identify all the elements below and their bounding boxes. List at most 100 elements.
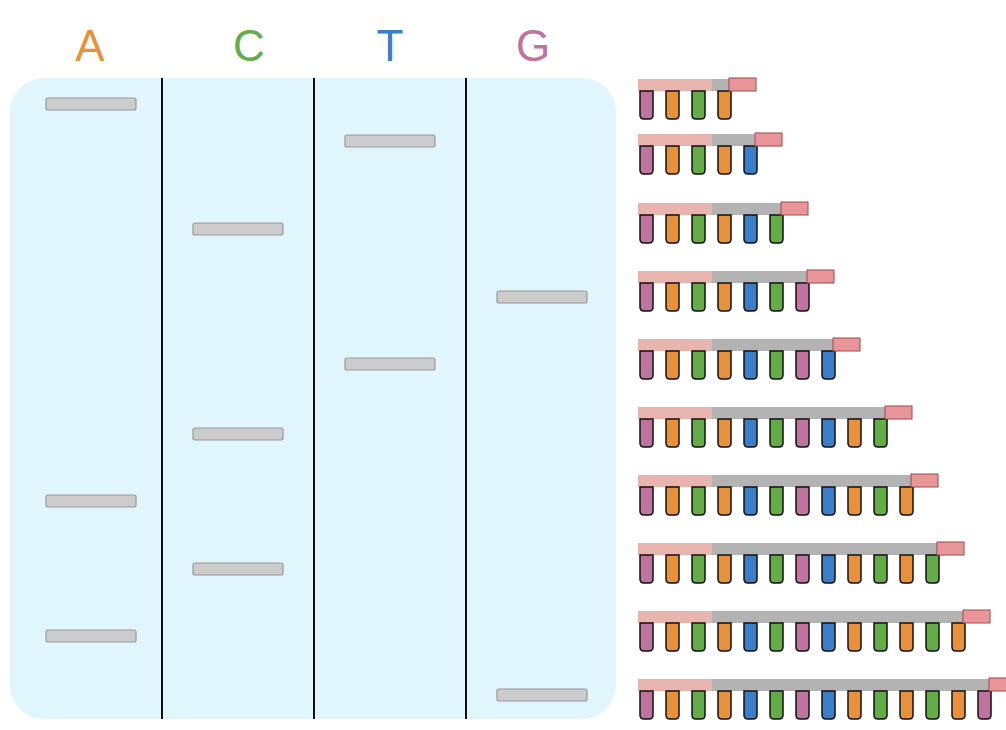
synthesized-strand — [712, 543, 939, 555]
primer-bar — [638, 543, 712, 555]
terminator-tag — [755, 133, 782, 146]
lane-label: T — [377, 24, 404, 68]
nucleotide — [926, 691, 939, 719]
gel-band — [193, 428, 283, 440]
nucleotide — [874, 691, 887, 719]
nucleotide — [744, 215, 757, 243]
nucleotide — [692, 91, 705, 119]
nucleotide — [640, 146, 653, 174]
gel-band — [46, 98, 136, 110]
nucleotide — [744, 419, 757, 447]
nucleotide — [692, 215, 705, 243]
nucleotide — [718, 91, 731, 119]
nucleotide — [900, 691, 913, 719]
terminator-tag — [937, 542, 964, 555]
nucleotide — [640, 419, 653, 447]
nucleotide — [822, 691, 835, 719]
nucleotide — [770, 555, 783, 583]
gel-band — [345, 358, 435, 370]
nucleotide — [666, 91, 679, 119]
nucleotide — [848, 487, 861, 515]
nucleotide — [744, 146, 757, 174]
nucleotide — [692, 419, 705, 447]
gel-band — [193, 563, 283, 575]
terminator-tag — [911, 474, 938, 487]
gel-band — [497, 689, 587, 701]
nucleotide — [770, 691, 783, 719]
nucleotide — [874, 623, 887, 651]
nucleotide — [692, 351, 705, 379]
nucleotide — [874, 487, 887, 515]
nucleotide — [640, 691, 653, 719]
nucleotide — [640, 215, 653, 243]
nucleotide — [848, 691, 861, 719]
nucleotide — [874, 419, 887, 447]
primer-bar — [638, 679, 712, 691]
nucleotide — [874, 555, 887, 583]
synthesized-strand — [712, 79, 731, 91]
nucleotide — [796, 419, 809, 447]
nucleotide — [978, 691, 991, 719]
terminator-tag — [885, 406, 912, 419]
nucleotide — [718, 146, 731, 174]
primer-bar — [638, 271, 712, 283]
nucleotide — [744, 283, 757, 311]
nucleotide — [822, 487, 835, 515]
nucleotide — [744, 487, 757, 515]
nucleotide — [640, 283, 653, 311]
nucleotide — [796, 555, 809, 583]
nucleotide — [926, 623, 939, 651]
nucleotide — [796, 351, 809, 379]
nucleotide — [718, 419, 731, 447]
nucleotide — [640, 623, 653, 651]
nucleotide — [666, 623, 679, 651]
nucleotide — [900, 555, 913, 583]
primer-bar — [638, 134, 712, 146]
nucleotide — [666, 283, 679, 311]
gel-band — [46, 630, 136, 642]
lane-label: G — [516, 24, 550, 68]
nucleotide — [666, 691, 679, 719]
terminator-tag — [781, 202, 808, 215]
nucleotide — [692, 487, 705, 515]
primer-bar — [638, 407, 712, 419]
nucleotide — [952, 691, 965, 719]
nucleotide — [640, 555, 653, 583]
nucleotide — [952, 623, 965, 651]
nucleotide — [796, 691, 809, 719]
primer-bar — [638, 339, 712, 351]
terminator-tag — [833, 338, 860, 351]
nucleotide — [822, 623, 835, 651]
nucleotide — [718, 691, 731, 719]
nucleotide — [770, 487, 783, 515]
nucleotide — [640, 351, 653, 379]
nucleotide — [692, 691, 705, 719]
synthesized-strand — [712, 203, 783, 215]
nucleotide — [770, 215, 783, 243]
lane-label: C — [233, 24, 265, 68]
nucleotide — [744, 555, 757, 583]
primer-bar — [638, 475, 712, 487]
nucleotide — [666, 351, 679, 379]
nucleotide — [796, 487, 809, 515]
nucleotide — [770, 419, 783, 447]
synthesized-strand — [712, 611, 965, 623]
nucleotide — [640, 91, 653, 119]
nucleotide — [692, 283, 705, 311]
nucleotide — [770, 351, 783, 379]
synthesized-strand — [712, 339, 835, 351]
nucleotide — [900, 487, 913, 515]
nucleotide — [718, 623, 731, 651]
nucleotide — [848, 419, 861, 447]
nucleotide — [900, 623, 913, 651]
lane-divider — [161, 78, 163, 719]
nucleotide — [718, 351, 731, 379]
nucleotide — [822, 419, 835, 447]
primer-bar — [638, 79, 712, 91]
nucleotide — [666, 555, 679, 583]
nucleotide — [666, 146, 679, 174]
terminator-tag — [963, 610, 990, 623]
gel-band — [193, 223, 283, 235]
synthesized-strand — [712, 475, 913, 487]
